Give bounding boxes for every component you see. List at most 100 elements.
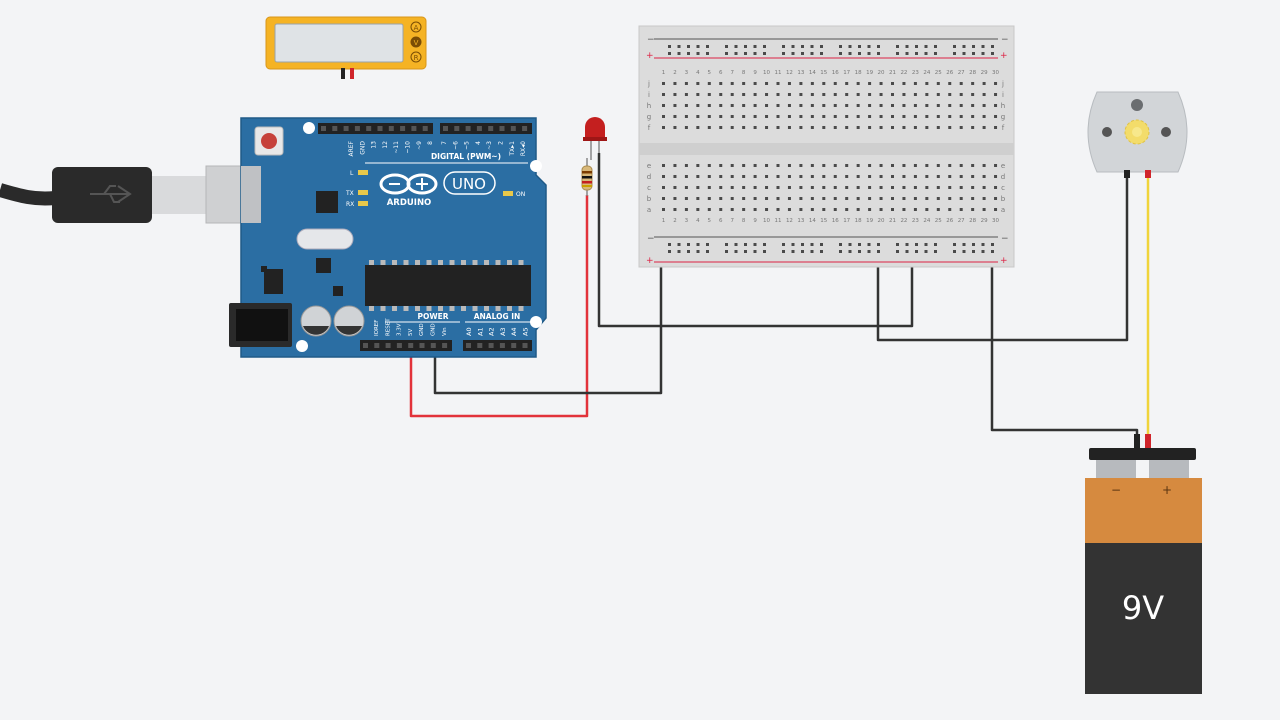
column-label: 5: [708, 218, 712, 224]
battery-negative-label: −: [1111, 483, 1121, 497]
digital-header-right: [440, 123, 532, 134]
red-led[interactable]: [583, 117, 607, 160]
header-pin[interactable]: [363, 343, 368, 348]
mode-a-label: A: [414, 24, 419, 32]
battery-terminal-positive-lead[interactable]: [1145, 434, 1151, 448]
led-rx: [358, 201, 368, 206]
header-pin[interactable]: [321, 126, 326, 131]
rail-label-bottom-minus-right: −: [1001, 234, 1009, 244]
header-pin[interactable]: [477, 343, 483, 348]
header-pin[interactable]: [454, 126, 460, 131]
header-pin[interactable]: [388, 126, 394, 131]
column-label: 8: [742, 70, 746, 76]
battery-9v[interactable]: − + 9V: [1085, 434, 1202, 694]
usb-cable[interactable]: [0, 165, 261, 224]
column-label: 2: [673, 70, 677, 76]
header-pin[interactable]: [466, 343, 471, 348]
column-label: 20: [878, 218, 885, 224]
header-pin[interactable]: [343, 126, 349, 131]
usb-port: [241, 166, 261, 223]
resistor[interactable]: [581, 158, 593, 196]
column-label: 3: [685, 218, 689, 224]
header-pin[interactable]: [522, 126, 528, 131]
arduino-logo: ARDUINO: [379, 173, 438, 208]
header-pin[interactable]: [443, 126, 448, 131]
column-label: 28: [969, 70, 976, 76]
header-pin[interactable]: [511, 343, 517, 348]
header-pin[interactable]: [408, 343, 414, 348]
header-pin[interactable]: [499, 126, 505, 131]
breadboard[interactable]: − + − + − + − + 112233445566778899101011…: [638, 25, 1015, 268]
row-label: h: [1001, 102, 1005, 110]
atmega-chip: [365, 260, 531, 311]
digital-pin-label: ~10: [405, 141, 412, 154]
column-label: 1: [662, 70, 666, 76]
motor-terminal-negative[interactable]: [1124, 170, 1130, 178]
motor-terminal-positive[interactable]: [1145, 170, 1151, 178]
header-pin[interactable]: [419, 343, 425, 348]
multimeter-mode-selector[interactable]: A V R: [410, 21, 422, 63]
header-pin[interactable]: [396, 343, 402, 348]
multimeter-probe-black[interactable]: [341, 68, 345, 79]
header-pin[interactable]: [374, 343, 380, 348]
header-pin[interactable]: [510, 126, 516, 131]
digital-pin-label: 7: [441, 141, 448, 145]
header-pin[interactable]: [442, 343, 448, 348]
wire-led-cathode[interactable]: [597, 153, 914, 328]
header-pin[interactable]: [465, 126, 471, 131]
wire-5v-red[interactable]: [409, 195, 589, 418]
digital-pin-label: ~5: [464, 141, 471, 150]
header-pin[interactable]: [400, 126, 406, 131]
regulator-tab: [261, 266, 267, 272]
header-pin[interactable]: [411, 126, 417, 131]
row-label: e: [647, 162, 651, 170]
dc-motor[interactable]: [1087, 91, 1188, 178]
power-pin-label: Vin: [442, 327, 448, 336]
wire-motor-negative[interactable]: [876, 176, 1129, 342]
multimeter-probe-red[interactable]: [350, 68, 354, 79]
mode-r-label: R: [414, 54, 419, 62]
column-label: 24: [923, 70, 930, 76]
column-label: 11: [775, 218, 782, 224]
header-pin[interactable]: [488, 343, 494, 348]
header-pin[interactable]: [488, 126, 494, 131]
header-pin[interactable]: [499, 343, 505, 348]
column-label: 27: [958, 218, 965, 224]
row-label: b: [1001, 195, 1006, 203]
multimeter[interactable]: A V R: [265, 16, 427, 79]
header-pin[interactable]: [354, 126, 360, 131]
header-pin[interactable]: [430, 343, 436, 348]
power-header: [360, 340, 452, 351]
header-pin[interactable]: [385, 343, 391, 348]
regulator: [316, 258, 331, 273]
column-label: 26: [946, 218, 953, 224]
battery-terminal-negative-lead[interactable]: [1134, 434, 1140, 448]
usb-chip: [316, 191, 338, 213]
column-label: 21: [889, 218, 896, 224]
column-label: 12: [786, 218, 793, 224]
header-pin[interactable]: [422, 126, 428, 131]
header-pin[interactable]: [332, 126, 338, 131]
header-pin[interactable]: [476, 126, 482, 131]
column-label: 27: [958, 70, 965, 76]
reset-button[interactable]: [254, 126, 284, 156]
column-label: 20: [878, 70, 885, 76]
wire-gnd-black[interactable]: [433, 241, 663, 395]
analog-pin-label: A5: [522, 327, 530, 336]
digital-pin-label: 4: [475, 141, 482, 145]
power-jack[interactable]: [229, 303, 292, 347]
power-pin-label: GND: [419, 323, 425, 336]
column-label: 10: [763, 70, 770, 76]
header-pin[interactable]: [377, 126, 383, 131]
breadboard-holes[interactable]: [662, 45, 998, 253]
multimeter-display: [274, 23, 404, 63]
column-label: 7: [730, 70, 734, 76]
header-pin[interactable]: [522, 343, 528, 348]
header-pin[interactable]: [366, 126, 372, 131]
power-pin-label: IOREF: [374, 320, 380, 336]
column-label: 6: [719, 70, 723, 76]
